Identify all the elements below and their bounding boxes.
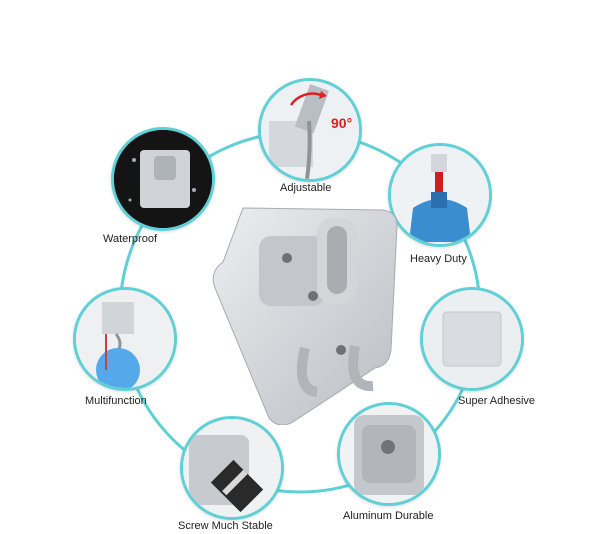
aluminum-durable-bubble	[337, 402, 441, 506]
super-adhesive-bubble	[420, 287, 524, 391]
feature-multifunction: Multifunction	[73, 287, 183, 407]
screw-much-stable-illustration	[183, 419, 281, 517]
feature-waterproof: Waterproof	[103, 127, 221, 245]
multifunction-bubble	[73, 287, 177, 391]
feature-aluminum-durable: Aluminum Durable	[337, 402, 447, 522]
aluminum-durable-illustration	[340, 405, 438, 503]
waterproof-illustration	[114, 130, 212, 228]
waterproof-bubble	[111, 127, 215, 231]
multifunction-illustration	[76, 290, 174, 388]
feature-label: Aluminum Durable	[343, 510, 434, 522]
heavy-duty-bubble	[388, 143, 492, 247]
product-image	[205, 200, 410, 426]
feature-screw-much-stable: Screw Much Stable	[178, 416, 290, 532]
angle-badge: 90°	[331, 115, 353, 131]
super-adhesive-illustration	[423, 290, 521, 388]
feature-heavy-duty: Heavy Duty	[388, 143, 498, 265]
adjustable-bubble: 90°	[258, 78, 362, 182]
feature-label: Adjustable	[280, 182, 332, 194]
heavy-duty-illustration	[391, 146, 489, 244]
feature-adjustable: 90° Adjustable	[258, 78, 368, 194]
feature-label: Multifunction	[85, 395, 147, 407]
shower-holder-illustration	[212, 207, 398, 426]
feature-label: Screw Much Stable	[178, 520, 273, 532]
feature-label: Heavy Duty	[410, 253, 467, 265]
feature-label: Waterproof	[103, 233, 158, 245]
feature-super-adhesive: Super Adhesive	[420, 287, 535, 407]
feature-label: Super Adhesive	[458, 395, 536, 407]
adjustable-illustration	[261, 81, 359, 179]
screw-much-stable-bubble	[180, 416, 284, 520]
